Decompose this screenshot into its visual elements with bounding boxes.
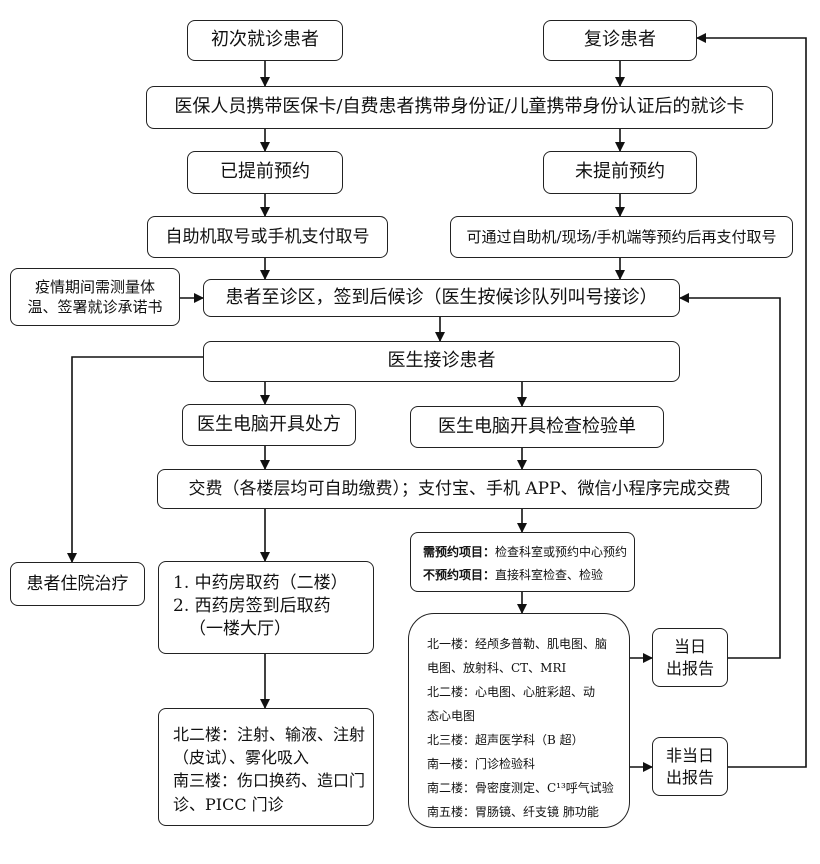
appt-value: 检查科室或预约中心预约 bbox=[495, 545, 628, 559]
node-first-visit: 初次就诊患者 bbox=[187, 20, 343, 61]
node-epidemic: 疫情期间需测量体 温、签署就诊承诺书 bbox=[10, 268, 180, 326]
node-cards: 医保人员携带医保卡/自费患者携带身份证/儿童携带身份认证后的就诊卡 bbox=[146, 86, 773, 129]
pharmacy-line-3: （一楼大厅） bbox=[189, 618, 291, 639]
dept-line: 南二楼：骨密度测定、C¹³呼气试验 bbox=[427, 781, 614, 795]
pharmacy-line-2: 2. 西药房签到后取药 bbox=[173, 595, 331, 616]
noappt-value: 直接科室检查、检验 bbox=[495, 567, 604, 582]
node-doctor: 医生接诊患者 bbox=[203, 341, 680, 382]
treatment-line-2: （皮试）、雾化吸入 bbox=[173, 748, 310, 768]
same-day-line-2: 出报告 bbox=[665, 658, 714, 678]
arrow-notsameday-to-return bbox=[696, 33, 807, 768]
node-waiting: 患者至诊区，签到后候诊（医生按候诊队列叫号接诊） bbox=[203, 279, 680, 317]
dept-line: 北一楼：经颅多普勒、肌电图、脑 bbox=[427, 637, 608, 651]
node-not-booked: 未提前预约 bbox=[543, 151, 697, 194]
same-day-line-1: 当日 bbox=[673, 636, 706, 656]
node-self-service: 自助机取号或手机支付取号 bbox=[147, 216, 388, 258]
treatment-line-4: 诊、PICC 门诊 bbox=[173, 794, 284, 814]
dept-line: 北二楼：心电图、心脏彩超、动 bbox=[427, 685, 596, 699]
noappt-row: 不预约项目：直接科室检查、检验 bbox=[423, 564, 603, 587]
appt-row: 需预约项目：检查科室或预约中心预约 bbox=[423, 541, 627, 564]
node-treatment: 北二楼：注射、输液、注射 （皮试）、雾化吸入 南三楼：伤口换药、造口门 诊、PI… bbox=[158, 708, 374, 826]
dept-line: 南五楼：胃肠镜、纤支镜 肺功能 bbox=[427, 805, 599, 819]
node-appointment: 需预约项目：检查科室或预约中心预约 不预约项目：直接科室检查、检验 bbox=[410, 532, 635, 592]
dept-line: 态心电图 bbox=[427, 709, 476, 723]
node-return-visit: 复诊患者 bbox=[543, 20, 697, 61]
node-booked: 已提前预约 bbox=[187, 151, 343, 194]
appt-label: 需预约项目： bbox=[423, 545, 496, 559]
node-not-same-day: 非当日 出报告 bbox=[652, 737, 728, 796]
node-payment: 交费（各楼层均可自助缴费）；支付宝、手机 APP、微信小程序完成交费 bbox=[157, 469, 762, 509]
node-pharmacy: 1. 中药房取药（二楼） 2. 西药房签到后取药 （一楼大厅） bbox=[158, 561, 374, 654]
node-exam-order: 医生电脑开具检查检验单 bbox=[410, 406, 664, 448]
treatment-line-3: 南三楼：伤口换药、造口门 bbox=[173, 771, 366, 791]
node-prescription: 医生电脑开具处方 bbox=[182, 404, 356, 446]
dept-line: 北三楼：超声医学科（B 超） bbox=[427, 733, 584, 747]
pharmacy-line-1: 1. 中药房取药（二楼） bbox=[173, 573, 348, 593]
not-same-day-line-1: 非当日 bbox=[665, 745, 714, 765]
not-same-day-line-2: 出报告 bbox=[665, 767, 714, 787]
epidemic-line-1: 疫情期间需测量体 bbox=[34, 277, 155, 296]
dept-line: 电图、放射科、CT、MRI bbox=[427, 661, 567, 675]
dept-line: 南一楼：门诊检验科 bbox=[427, 757, 536, 771]
epidemic-line-2: 温、签署就诊承诺书 bbox=[27, 298, 163, 316]
node-pay-later: 可通过自助机/现场/手机端等预约后再支付取号 bbox=[450, 216, 793, 258]
noappt-label: 不预约项目： bbox=[423, 567, 496, 582]
arrow-sameday-to-waiting bbox=[679, 293, 781, 659]
node-departments: 北一楼：经颅多普勒、肌电图、脑 电图、放射科、CT、MRI 北二楼：心电图、心脏… bbox=[408, 613, 630, 828]
node-inpatient: 患者住院治疗 bbox=[10, 562, 145, 606]
treatment-line-1: 北二楼：注射、输液、注射 bbox=[173, 725, 366, 744]
node-same-day: 当日 出报告 bbox=[652, 628, 728, 687]
arrow-doctor-to-inpatient bbox=[67, 356, 203, 563]
